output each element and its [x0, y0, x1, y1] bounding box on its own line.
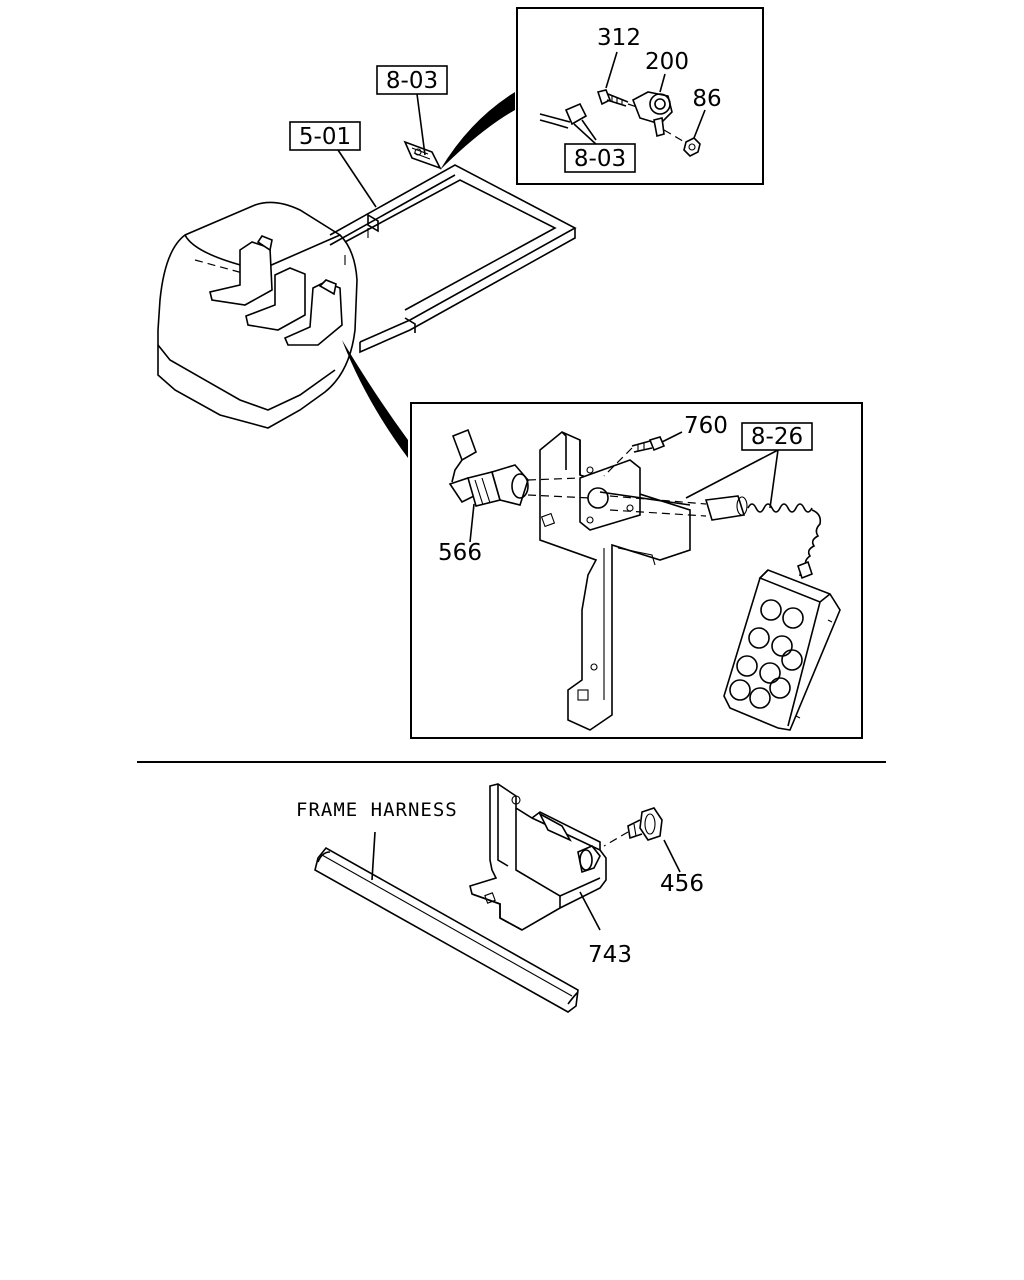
callout-8-26: 8-26 — [741, 422, 813, 451]
svg-text:8-03: 8-03 — [574, 146, 626, 172]
callout-566: 566 — [438, 540, 482, 566]
detail-box-top — [516, 7, 764, 185]
callout-743: 743 — [588, 942, 632, 968]
callout-456: 456 — [660, 871, 704, 897]
frame-harness-label: FRAME HARNESS — [296, 799, 458, 821]
callout-8-03-top: 8-03 — [376, 65, 448, 95]
truck-overview — [157, 92, 577, 458]
callout-312: 312 — [597, 25, 641, 51]
bottom-assembly — [314, 783, 681, 1013]
callout-5-01: 5-01 — [289, 121, 361, 151]
callout-760: 760 — [684, 413, 728, 439]
callout-200: 200 — [645, 49, 689, 75]
callout-8-03-detail: 8-03 — [564, 143, 636, 173]
callout-86: 86 — [692, 86, 721, 112]
detail-box-middle — [410, 402, 863, 739]
svg-text:8-03: 8-03 — [386, 68, 438, 94]
svg-text:8-26: 8-26 — [751, 424, 803, 450]
svg-text:5-01: 5-01 — [299, 124, 351, 150]
